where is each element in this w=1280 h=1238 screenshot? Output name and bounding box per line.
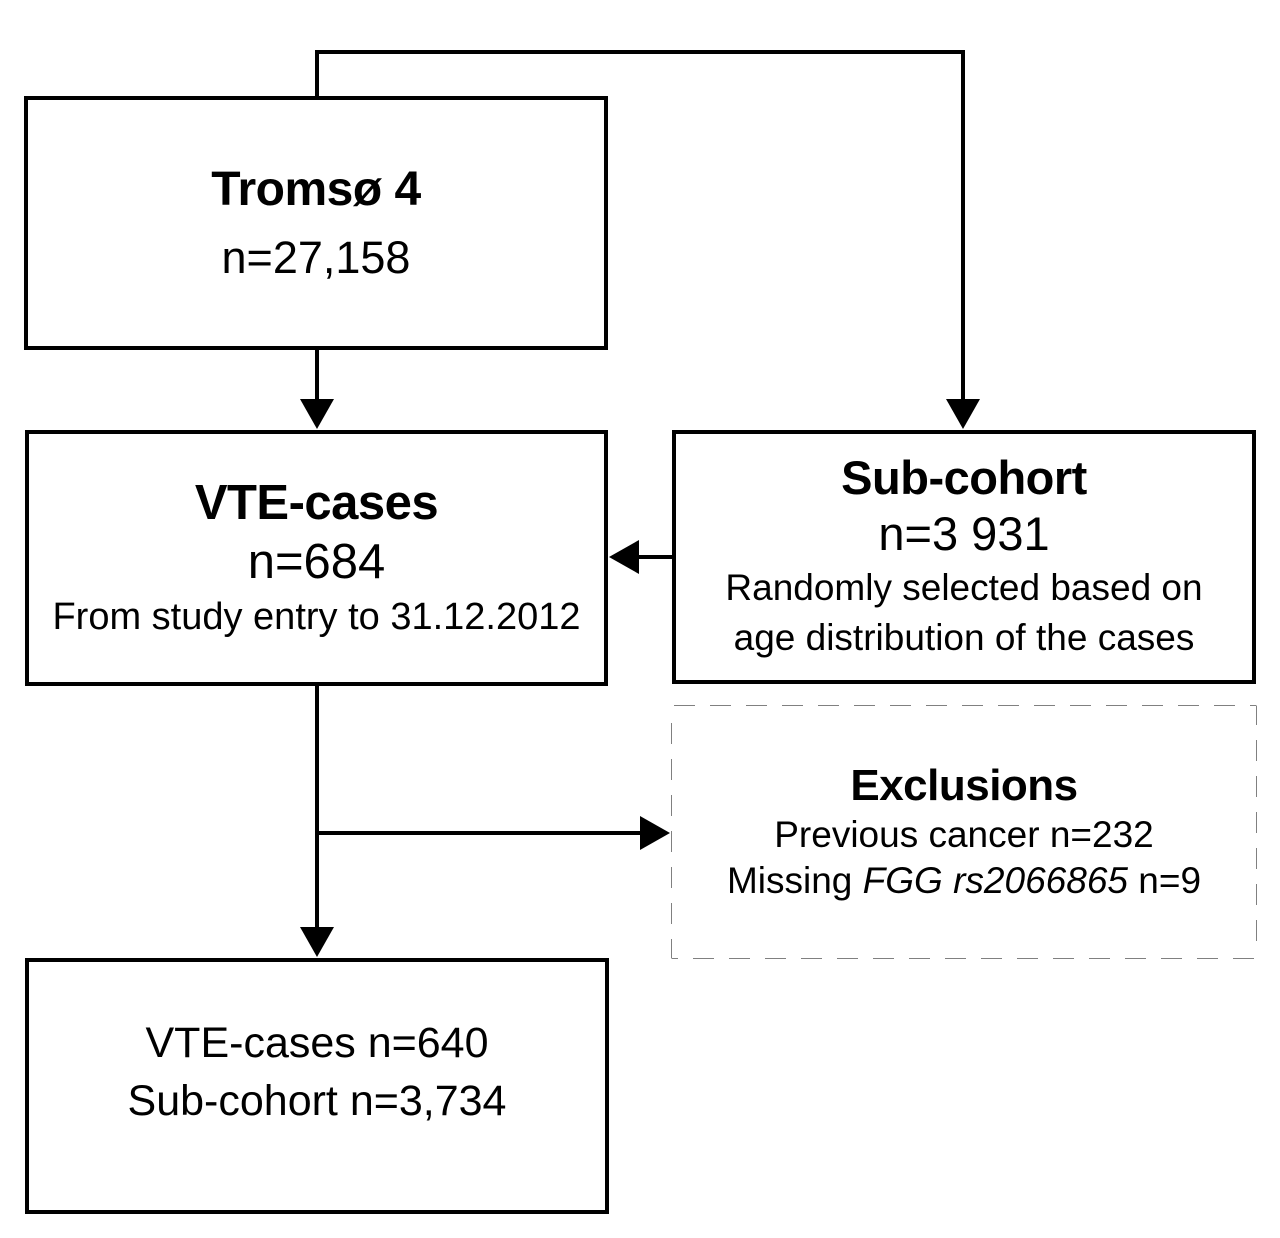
arrowhead-into-final bbox=[300, 927, 334, 957]
box-tromso4: Tromsø 4 n=27,158 bbox=[24, 96, 608, 350]
exclusions-line2-suffix: n=9 bbox=[1127, 860, 1202, 901]
subcohort-note: Randomly selected based on age distribut… bbox=[725, 567, 1203, 658]
arrowhead-into-exclusions bbox=[640, 816, 670, 850]
box-vte-cases: VTE-cases n=684 From study entry to 31.1… bbox=[25, 430, 608, 686]
vte-cases-count: n=684 bbox=[247, 535, 386, 589]
box-final-sample: VTE-cases n=640 Sub-cohort n=3,734 bbox=[25, 958, 609, 1214]
subcohort-title: Sub-cohort bbox=[841, 451, 1087, 504]
box-exclusions: Exclusions Previous cancer n=232 Missing… bbox=[672, 706, 1256, 958]
box-subcohort: Sub-cohort n=3 931 Randomly selected bas… bbox=[672, 430, 1256, 684]
vte-cases-title: VTE-cases bbox=[194, 476, 439, 530]
arrowhead-into-vte-top bbox=[300, 399, 334, 429]
final-subcohort-count: Sub-cohort n=3,734 bbox=[127, 1077, 507, 1125]
exclusions-line2: Missing FGG rs2066865 n=9 bbox=[727, 858, 1201, 904]
arrowhead-into-vte-right bbox=[609, 540, 639, 574]
vte-cases-note: From study entry to 31.12.2012 bbox=[52, 596, 581, 638]
subcohort-count: n=3 931 bbox=[878, 507, 1050, 560]
connector-tromso-to-subcohort bbox=[315, 50, 965, 401]
exclusions-title: Exclusions bbox=[850, 761, 1078, 810]
final-vte-count: VTE-cases n=640 bbox=[145, 1019, 489, 1067]
exclusions-line2-prefix: Missing bbox=[726, 860, 863, 901]
exclusions-line2-gene: FGG rs2066865 bbox=[862, 860, 1128, 901]
tromso4-title: Tromsø 4 bbox=[211, 163, 421, 216]
exclusions-line1: Previous cancer n=232 bbox=[774, 814, 1154, 855]
tromso4-count: n=27,158 bbox=[221, 232, 411, 283]
arrowhead-into-subcohort bbox=[946, 399, 980, 429]
